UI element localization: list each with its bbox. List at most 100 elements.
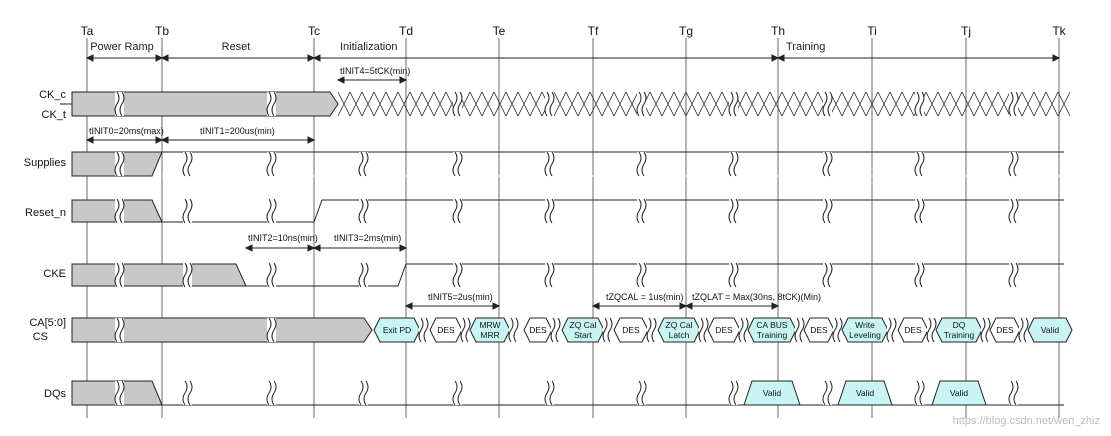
reset-break-mark [266, 198, 272, 224]
supplies-break-mark [271, 151, 277, 177]
reset-break-mark [187, 198, 193, 224]
ca-break-mark [703, 317, 709, 343]
signal-label-cs: CS [33, 331, 48, 343]
reset-break-mark [1013, 198, 1019, 224]
ck-break-mark [914, 91, 920, 117]
timing-label-tzqcal: tZQCAL = 1us(min) [606, 292, 683, 302]
ca-break-mark [271, 317, 277, 343]
supplies-break-mark [549, 151, 555, 177]
reset-break-mark [827, 198, 833, 224]
supplies-break-mark [544, 151, 550, 177]
supplies-break-mark [733, 151, 739, 177]
cke-break-mark [914, 262, 920, 288]
cke-break-mark [544, 262, 550, 288]
dqs-break-mark [266, 380, 272, 406]
tzqcal-arrow-head-right [679, 302, 688, 310]
reset-break-mark [114, 198, 120, 224]
signal-label-ck-t: CK_t [42, 109, 66, 121]
ca-break-mark [602, 317, 608, 343]
dq-valid-label: Valid [856, 388, 875, 398]
command-label: DES [715, 325, 733, 335]
supplies-break-mark [457, 151, 463, 177]
dqs-break-mark [549, 380, 555, 406]
dq-valid-window [931, 380, 987, 406]
ca-break-mark [926, 317, 932, 343]
cke-break-mark [728, 262, 734, 288]
supplies-break-mark [114, 151, 120, 177]
cke-break-mark-gap [183, 263, 192, 287]
dqs-break-mark [452, 380, 458, 406]
reset-break-mark [457, 198, 463, 224]
command-label: DQ [953, 320, 966, 330]
ck-break-mark [544, 91, 550, 117]
ca-break-mark-gap [603, 318, 612, 342]
command-label: CA BUS [756, 320, 788, 330]
ca-break-mark [832, 317, 838, 343]
ca-break-mark [651, 317, 657, 343]
phase-label: Reset [222, 41, 251, 53]
supplies-break-mark-gap [267, 152, 276, 176]
reset-break-mark-gap [1009, 199, 1018, 223]
cke-break-mark [919, 262, 925, 288]
supplies-break-mark-gap [115, 152, 124, 176]
tinit1-arrow-head-right [307, 136, 316, 144]
ck-break-mark-gap [823, 92, 832, 116]
ck-break-mark [822, 91, 828, 117]
supplies-break-mark [728, 151, 734, 177]
cke-rise-edge [397, 263, 407, 287]
dq-valid-label: Valid [763, 388, 782, 398]
dqs-break-mark-gap [115, 381, 124, 405]
ck-break-mark-gap [115, 92, 124, 116]
command-label: Training [944, 330, 975, 340]
cke-break-mark [182, 262, 188, 288]
cke-break-mark [271, 262, 277, 288]
ck-break-mark-gap [545, 92, 554, 116]
signal-label-cke: CKE [43, 268, 66, 280]
dq-valid-label: Valid [950, 388, 969, 398]
reset-break-mark [452, 198, 458, 224]
dqs-break-mark-gap [1009, 381, 1018, 405]
timing-label-tinit0: tINIT0=20ms(max) [89, 126, 164, 136]
ca-break-mark-gap [739, 318, 748, 342]
dqs-break-mark-gap [637, 381, 646, 405]
cke-break-mark-gap [729, 263, 738, 287]
dqs-break-mark [119, 380, 125, 406]
dqs-break-mark-gap [915, 381, 924, 405]
dqs-break-mark-gap [183, 381, 192, 405]
reset-break-mark [728, 198, 734, 224]
ck-break-mark [728, 91, 734, 117]
reset-break-mark-gap [453, 199, 462, 223]
cke-break-mark [266, 262, 272, 288]
cke-break-mark [358, 262, 364, 288]
supplies-break-mark [636, 151, 642, 177]
command-label: DES [437, 325, 455, 335]
ck-break-mark [919, 91, 925, 117]
dqs-break-mark [271, 380, 277, 406]
dqs-break-mark [457, 380, 463, 406]
ck-break-mark-gap [453, 92, 462, 116]
ca-break-mark [460, 317, 466, 343]
command-label: Training [757, 330, 788, 340]
dqs-break-mark [544, 380, 550, 406]
ca-break-mark [508, 317, 514, 343]
cke-break-mark [114, 262, 120, 288]
time-marker-label: Ti [867, 24, 877, 38]
ck-toggling-clock [337, 91, 1071, 117]
cke-break-mark-gap [453, 263, 462, 287]
reset-break-mark-gap [267, 199, 276, 223]
cke-break-mark [822, 262, 828, 288]
ca-break-mark [837, 317, 843, 343]
supplies-break-mark [363, 151, 369, 177]
dqs-break-mark [114, 380, 120, 406]
command-label: DES [810, 325, 828, 335]
dq-valid-window [743, 380, 801, 406]
ca-break-mark [738, 317, 744, 343]
dqs-break-mark-gap [359, 381, 368, 405]
tinit0-arrow-head-right [155, 136, 164, 144]
signal-label-ca: CA[5:0] [29, 317, 66, 329]
dqs-break-mark [822, 380, 828, 406]
tinit4-arrow-head-left [336, 76, 345, 84]
cke-break-mark-gap [637, 263, 646, 287]
dqs-break-mark [187, 380, 193, 406]
dqs-break-mark [358, 380, 364, 406]
